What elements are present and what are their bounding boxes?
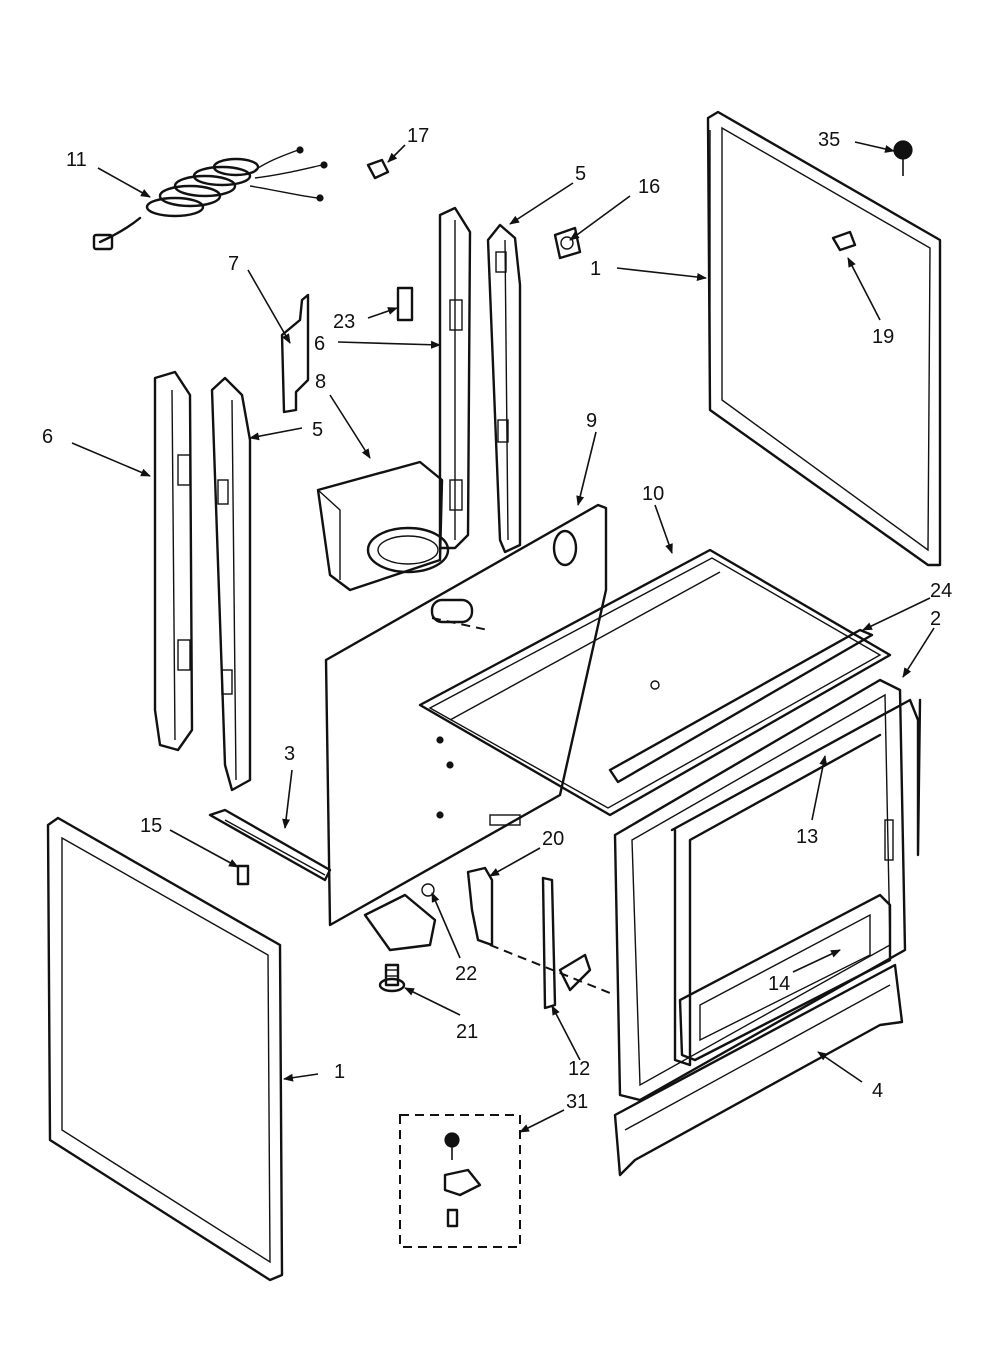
callout-13: 13: [796, 826, 818, 848]
drawer-runner: [363, 893, 437, 952]
clip-part-17: [366, 158, 390, 180]
broiler-door-part-14: [678, 893, 892, 1062]
door-gasket-part-13: [670, 698, 922, 1067]
callout-35: 35: [818, 129, 840, 151]
callout-20: 20: [542, 828, 564, 850]
bracket-part-23: [396, 286, 414, 322]
screw-part-35: [893, 140, 913, 176]
callout-22: 22: [455, 963, 477, 985]
bracket-part-16: [553, 226, 582, 260]
side-panel-part-1-right: [706, 110, 942, 567]
clip-part-19: [831, 230, 857, 252]
callout-6: 6: [42, 426, 53, 448]
screw-part-15: [236, 864, 250, 886]
strip-part-24: [608, 628, 874, 784]
callout-3: 3: [284, 743, 295, 765]
callout-7: 7: [228, 253, 239, 275]
callout-15: 15: [140, 815, 162, 837]
screw-part-22: [421, 883, 435, 897]
leveling-leg-part-21: [378, 963, 406, 993]
assembly-guide-lines: [431, 617, 616, 996]
bracket-part-7: [280, 293, 310, 414]
side-rail-part-5-upper: [486, 223, 522, 554]
callout-2: 2: [930, 608, 941, 630]
bracket-part-20: [466, 866, 494, 947]
callout-5: 5: [575, 163, 586, 185]
hinge-bracket-part-12: [541, 876, 592, 1010]
callout-17: 17: [407, 125, 429, 147]
vent-duct-part-8: [316, 460, 450, 592]
callout-12: 12: [568, 1058, 590, 1080]
callout-labels: 11 17 7 23 6 8 6 5 5 16 35 19 1 9 10 24 …: [42, 125, 952, 1113]
bottom-brace-part-3: [208, 808, 332, 882]
callout-4: 4: [872, 1080, 883, 1102]
side-rail-part-6-lower: [153, 370, 194, 752]
callout-19: 19: [872, 326, 894, 348]
callout-31: 31: [566, 1091, 588, 1113]
callout-6: 6: [314, 333, 325, 355]
callout-24: 24: [930, 580, 952, 602]
callout-14: 14: [768, 973, 790, 995]
callout-1: 1: [334, 1061, 345, 1083]
side-rail-part-5-lower: [210, 376, 252, 792]
callout-9: 9: [586, 410, 597, 432]
callout-16: 16: [638, 176, 660, 198]
callout-5: 5: [312, 419, 323, 441]
callout-11: 11: [66, 149, 87, 171]
oven-cavity-part-9: [324, 503, 608, 927]
callout-10: 10: [642, 483, 664, 505]
callout-23: 23: [333, 311, 355, 333]
callout-8: 8: [315, 371, 326, 393]
callout-21: 21: [456, 1021, 478, 1043]
side-rail-part-6-upper: [438, 206, 472, 550]
leader-arrows: [71, 141, 935, 1133]
power-cord-part: [92, 146, 328, 251]
side-panel-part-1-left: [46, 816, 284, 1282]
callout-1: 1: [590, 258, 601, 280]
cooktop-panel-part-10: [418, 548, 892, 817]
kick-plate-part-4: [613, 963, 904, 1177]
hinge-kit-part-31: [399, 1114, 521, 1248]
